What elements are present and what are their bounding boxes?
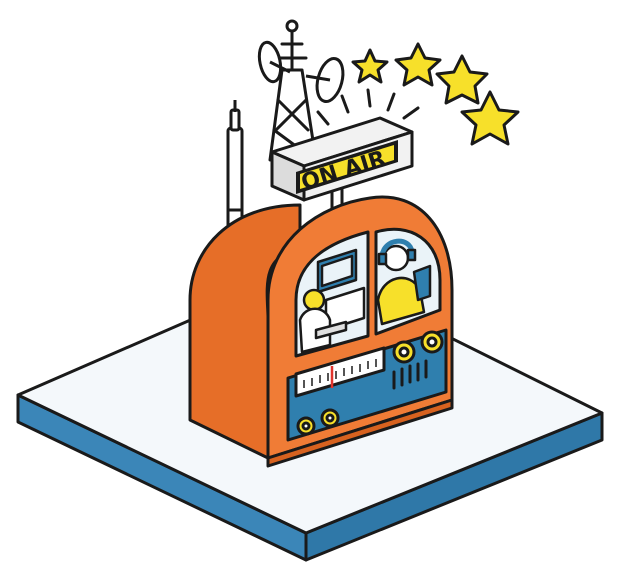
knob-icon bbox=[420, 330, 444, 354]
satellite-dish-icon bbox=[305, 57, 345, 103]
tuning-scale-ticks bbox=[303, 359, 377, 388]
broadcast-waves-icon bbox=[316, 88, 420, 126]
knob-icon bbox=[320, 408, 340, 428]
stars bbox=[351, 42, 520, 146]
tuning-scale bbox=[294, 346, 386, 398]
speaker-grille bbox=[392, 359, 428, 390]
star-icon bbox=[460, 90, 520, 146]
dj-person bbox=[376, 238, 432, 326]
headset-icon bbox=[379, 238, 415, 257]
star-icon bbox=[351, 48, 389, 84]
radio-base-lip bbox=[266, 398, 454, 468]
knob-icon bbox=[296, 416, 316, 436]
star-icon bbox=[394, 42, 442, 87]
antenna-icon bbox=[226, 100, 244, 240]
knob-icon bbox=[392, 340, 416, 364]
studio-operator bbox=[298, 248, 366, 354]
satellite-dish-icon bbox=[257, 40, 291, 84]
knobs bbox=[296, 330, 444, 436]
star-icon bbox=[435, 54, 489, 105]
